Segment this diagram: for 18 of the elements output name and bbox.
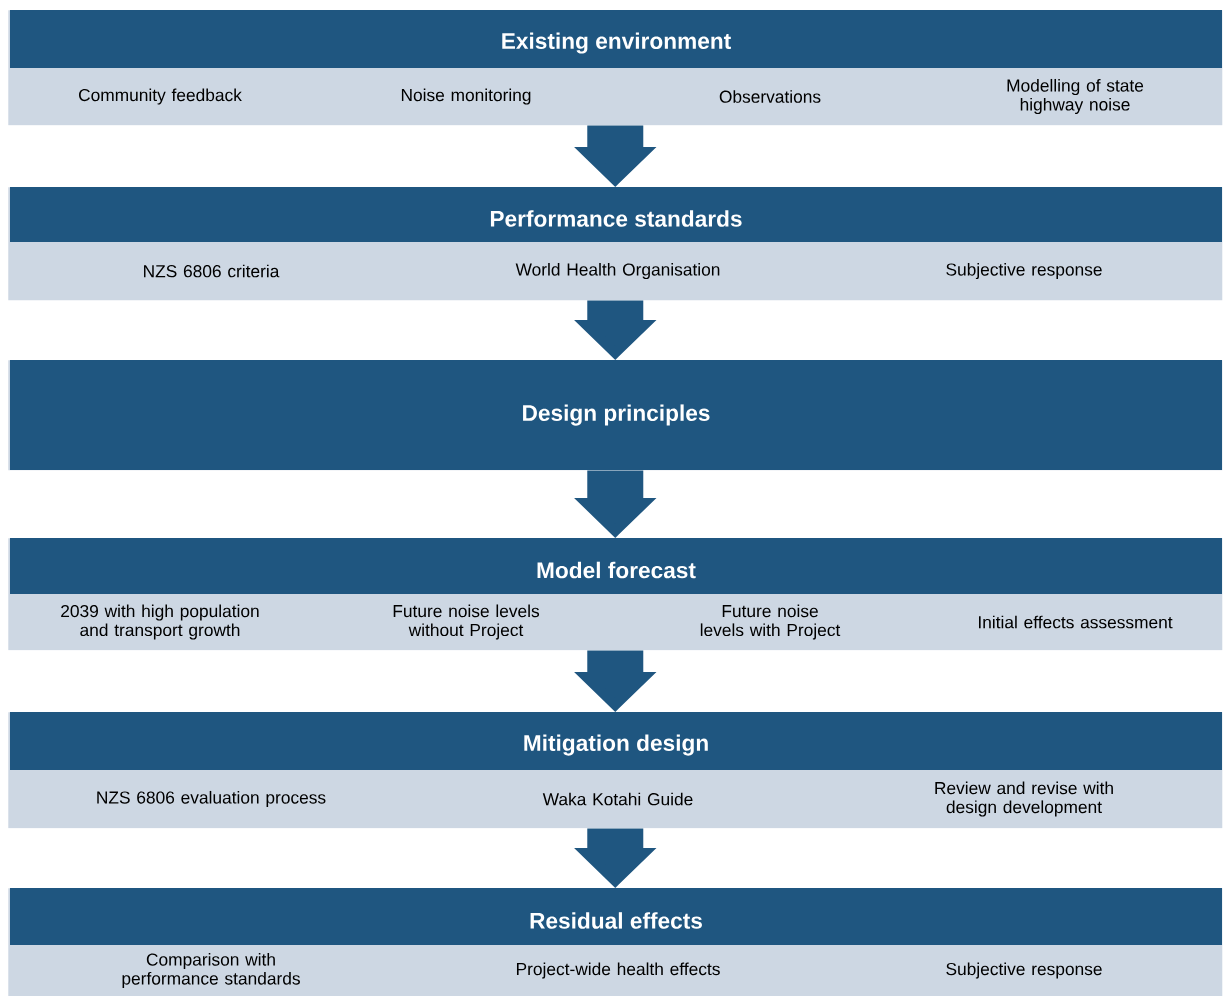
stage-block: Design principles xyxy=(8,360,1223,471)
item-label: Future noise levels with Project xyxy=(700,604,841,640)
item-label: Noise monitoring xyxy=(401,88,531,105)
item-label: Subjective response xyxy=(946,962,1102,979)
item-label: Initial effects assessment xyxy=(979,615,1173,629)
item-label: World Health Organisation xyxy=(515,262,720,280)
item-label: Subjective response xyxy=(946,262,1102,280)
item-label: NZS 6806 evaluation process xyxy=(97,790,326,808)
item-label: Modelling of state highway noise xyxy=(1007,78,1144,115)
item-label: Waka Kotahi Guide xyxy=(542,792,693,806)
item-label: Comparison with performance standards xyxy=(122,952,300,989)
item-label: NZS 6806 criteria xyxy=(144,264,280,278)
item-label: Community feedback xyxy=(79,88,242,105)
item-label: Observations xyxy=(719,90,821,103)
item-label: Future noise levels without Project xyxy=(393,604,540,640)
item-label: 2039 with high population and transport growth xyxy=(61,604,259,640)
item-label: Review and revise with design development xyxy=(935,781,1113,817)
item-label: Project-wide health effects xyxy=(517,962,720,979)
